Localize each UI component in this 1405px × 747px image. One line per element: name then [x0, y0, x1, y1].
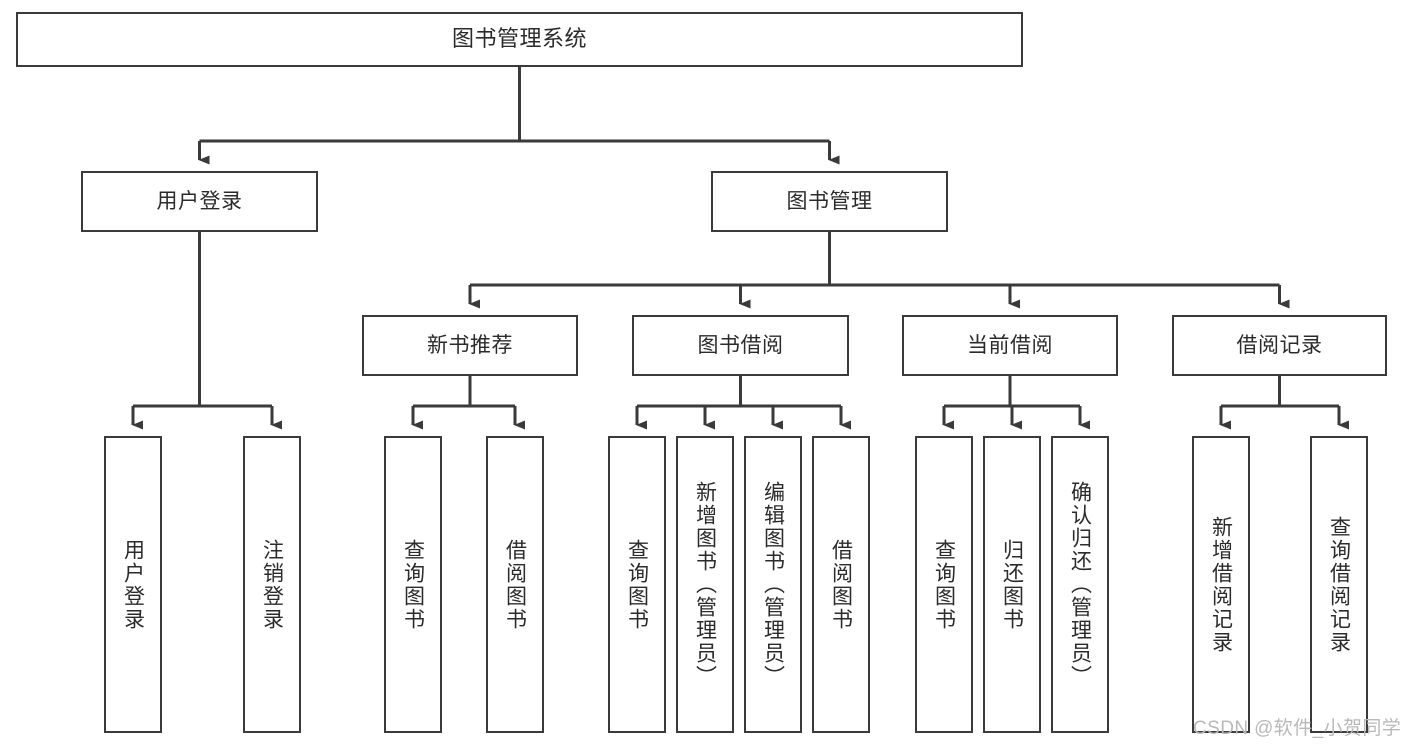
node-label: 图书借阅 [697, 333, 784, 357]
node-label: 借阅图书 [829, 538, 853, 631]
node-leaf-user-logout[interactable]: 注销登录 [243, 436, 301, 733]
node-leaf-bb-add[interactable]: 新增图书（管理员） [676, 436, 734, 733]
node-label: 查询图书 [625, 538, 649, 631]
node-leaf-cb-query[interactable]: 查询图书 [915, 436, 973, 733]
node-leaf-cb-confirm[interactable]: 确认归还（管理员） [1051, 436, 1109, 733]
node-label: 新增借阅记录 [1209, 515, 1233, 654]
node-leaf-rec-borrow[interactable]: 借阅图书 [486, 436, 544, 733]
node-leaf-rec-query[interactable]: 查询图书 [384, 436, 442, 733]
node-label: 注销登录 [260, 538, 284, 631]
node-label: 用户登录 [121, 538, 145, 631]
node-leaf-br-add[interactable]: 新增借阅记录 [1192, 436, 1250, 733]
node-current-borrow[interactable]: 当前借阅 [902, 315, 1118, 376]
edges-group [131, 67, 1349, 430]
node-label: 图书管理系统 [451, 26, 587, 52]
node-label: 当前借阅 [967, 333, 1053, 357]
node-leaf-cb-return[interactable]: 归还图书 [983, 436, 1041, 733]
node-leaf-bb-edit[interactable]: 编辑图书（管理员） [744, 436, 802, 733]
node-leaf-bb-query[interactable]: 查询图书 [608, 436, 666, 733]
node-borrow-record[interactable]: 借阅记录 [1172, 315, 1387, 376]
node-label: 确认归还（管理员） [1068, 481, 1092, 688]
node-label: 查询图书 [401, 538, 425, 631]
node-leaf-user-login[interactable]: 用户登录 [104, 436, 162, 733]
node-book-borrow[interactable]: 图书借阅 [632, 315, 849, 376]
node-label: 借阅图书 [503, 538, 527, 631]
node-label: 图书管理 [786, 189, 873, 213]
node-label: 新增图书（管理员） [693, 481, 717, 688]
node-label: 新书推荐 [427, 333, 513, 357]
node-leaf-br-query[interactable]: 查询借阅记录 [1310, 436, 1368, 733]
node-label: 借阅记录 [1236, 333, 1323, 357]
node-label: 用户登录 [156, 189, 243, 213]
node-label: 归还图书 [1000, 538, 1024, 631]
node-label: 查询借阅记录 [1327, 515, 1351, 654]
node-new-book-rec[interactable]: 新书推荐 [362, 315, 578, 376]
node-leaf-bb-borrow[interactable]: 借阅图书 [812, 436, 870, 733]
node-label: 编辑图书（管理员） [761, 481, 785, 688]
node-label: 查询图书 [932, 538, 956, 631]
node-user-login[interactable]: 用户登录 [81, 171, 318, 232]
node-book-manage[interactable]: 图书管理 [711, 171, 948, 232]
node-root[interactable]: 图书管理系统 [16, 12, 1023, 67]
